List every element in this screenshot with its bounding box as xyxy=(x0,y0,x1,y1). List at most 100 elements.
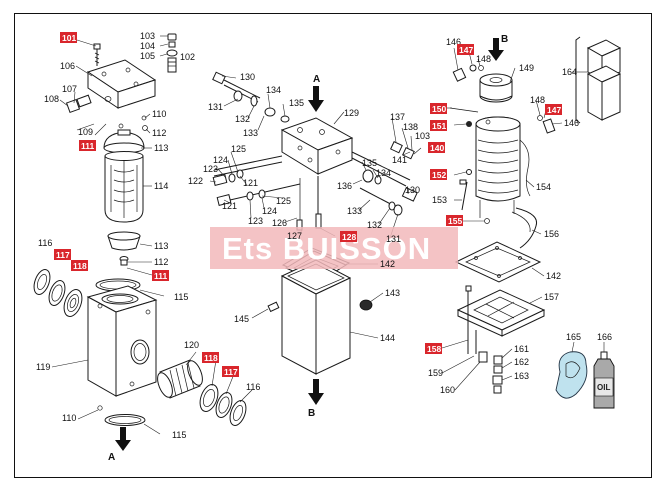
callout-131-top: 131 xyxy=(208,102,223,112)
callout-150: 150 xyxy=(432,104,446,114)
callout-116-right: 116 xyxy=(246,382,260,392)
callout-142-center: 142 xyxy=(380,259,395,269)
callout-121-top: 121 xyxy=(243,178,258,188)
callout-129: 129 xyxy=(344,108,359,118)
callout-157: 157 xyxy=(544,292,559,302)
callout-105: 105 xyxy=(140,51,155,61)
callout-134-top: 134 xyxy=(266,85,281,95)
callout-110-bottom: 110 xyxy=(62,413,76,423)
callout-107: 107 xyxy=(62,84,77,94)
filter-bowl-114 xyxy=(104,151,144,223)
callout-162: 162 xyxy=(514,357,529,367)
callout-149: 149 xyxy=(519,63,534,73)
spring-element-120 xyxy=(157,359,203,399)
callout-110-top: 110 xyxy=(152,109,166,119)
fittings-146-148 xyxy=(452,64,556,134)
flow-arrow-b-right xyxy=(488,38,504,61)
ring-stack-111-113 xyxy=(107,231,141,266)
callout-125-bottom: 125 xyxy=(276,196,291,206)
callout-130-bottom: 130 xyxy=(405,185,420,195)
cable-156 xyxy=(515,207,538,249)
pins-126-128 xyxy=(296,176,322,231)
fittings-160-163 xyxy=(478,351,503,394)
callout-127: 127 xyxy=(287,231,302,241)
flow-label-b-right: B xyxy=(501,34,508,45)
side-fitting-107-108 xyxy=(65,94,92,114)
callout-131-bottom: 131 xyxy=(386,234,401,244)
callout-164: 164 xyxy=(562,67,577,77)
callout-119: 119 xyxy=(36,362,50,372)
callout-141: 141 xyxy=(392,155,407,165)
callout-labels: 103 104 105 102 106 107 108 109 110 112 … xyxy=(36,31,612,440)
fittings-102-105 xyxy=(166,33,178,73)
callout-147-top: 147 xyxy=(459,45,473,55)
callout-120: 120 xyxy=(184,340,199,350)
watermark: Ets BUISSON xyxy=(210,227,458,269)
callout-165: 165 xyxy=(566,332,581,342)
right-assembly xyxy=(449,36,622,409)
callout-103-center: 103 xyxy=(415,131,430,141)
diagram-frame xyxy=(14,13,652,478)
callout-132-top: 132 xyxy=(235,114,250,124)
callout-124-bottom: 124 xyxy=(262,206,277,216)
callout-137: 137 xyxy=(390,112,405,122)
flow-label-a-center: A xyxy=(313,74,320,85)
cap-149 xyxy=(479,73,513,103)
washers-right-116-118 xyxy=(199,384,247,426)
callout-145: 145 xyxy=(234,314,249,324)
callout-106: 106 xyxy=(60,61,75,71)
oil-bottle-166 xyxy=(593,351,615,409)
callout-133-bottom: 133 xyxy=(347,206,362,216)
callout-159: 159 xyxy=(428,368,443,378)
callout-151: 151 xyxy=(432,121,446,131)
callout-133-top: 133 xyxy=(243,128,258,138)
callout-128: 128 xyxy=(342,232,356,242)
callout-112-bottom: 112 xyxy=(154,257,168,267)
callout-101: 101 xyxy=(62,33,76,43)
screws-152-153 xyxy=(459,169,472,211)
manifold-block-129 xyxy=(280,117,354,175)
callout-140: 140 xyxy=(430,143,444,153)
callout-134-bottom: 134 xyxy=(376,168,391,178)
callout-122: 122 xyxy=(188,176,203,186)
filter-housing-119 xyxy=(86,285,158,397)
plate-145 xyxy=(267,301,280,313)
washers-left-116-118 xyxy=(33,269,83,317)
callout-160: 160 xyxy=(440,385,455,395)
callout-144: 144 xyxy=(380,333,395,343)
callout-126: 126 xyxy=(272,218,287,228)
fitting-130-131 xyxy=(212,71,290,123)
flow-arrow-a-center xyxy=(308,86,324,112)
callout-132-bottom: 132 xyxy=(367,220,382,230)
callout-108: 108 xyxy=(44,94,59,104)
fittings-133-141 xyxy=(351,141,418,216)
callout-148-top: 148 xyxy=(476,54,491,64)
flow-arrow-a-bottom xyxy=(115,427,131,451)
watermark-text: Ets BUISSON xyxy=(222,231,431,266)
flow-label-b-center: B xyxy=(308,408,315,419)
callout-135-bottom: 135 xyxy=(362,158,377,168)
bolt-101 xyxy=(93,43,101,66)
callout-123-bottom: 123 xyxy=(248,216,263,226)
callout-146-top: 146 xyxy=(446,37,461,47)
filter-cap-113 xyxy=(103,129,145,154)
callout-121-bottom: 121 xyxy=(222,201,237,211)
callout-153: 153 xyxy=(432,195,447,205)
callout-115-top: 115 xyxy=(174,292,188,302)
callout-123-top: 123 xyxy=(203,164,218,174)
left-assembly xyxy=(33,33,247,451)
callout-161: 161 xyxy=(514,344,529,354)
highlighted-callouts: 101 111 111 117 118 118 117 140 128 147 … xyxy=(54,32,562,377)
callout-117-left: 117 xyxy=(56,250,70,260)
callout-142-right: 142 xyxy=(546,271,561,281)
reservoir-tank-144 xyxy=(280,259,352,375)
callout-130-top: 130 xyxy=(240,72,255,82)
motor-154 xyxy=(475,116,531,218)
callout-104: 104 xyxy=(140,41,155,51)
callout-114: 114 xyxy=(154,181,168,191)
callout-138: 138 xyxy=(403,122,418,132)
top-block-106 xyxy=(86,59,157,109)
callout-102: 102 xyxy=(180,52,195,62)
